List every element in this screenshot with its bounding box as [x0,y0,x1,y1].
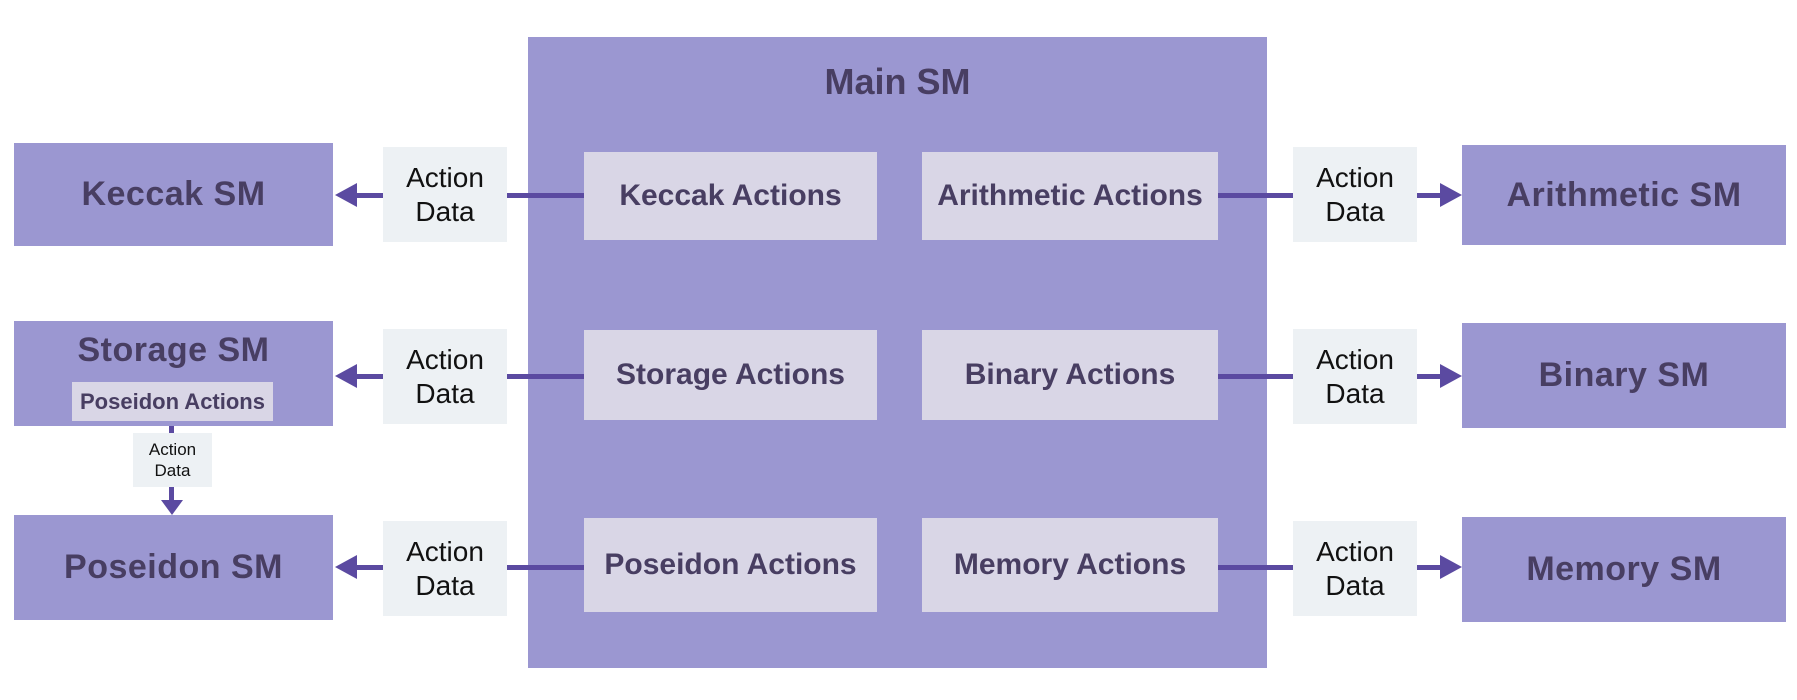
memory-actions-label: Memory Actions [953,548,1187,581]
arrowhead-left-poseidon-icon [335,555,357,579]
arrowhead-right-memory-icon [1440,555,1462,579]
memory-actions-box: Memory Actions [922,518,1218,612]
keccak-sm-box: Keccak SM [14,143,333,246]
storage-sm-box: Storage SM Poseidon Actions [14,321,333,426]
main-sm-title: Main SM [824,61,971,102]
storage-sub-poseidon-actions-label: Poseidon Actions [80,388,265,414]
action-data-left-keccak: Action Data [383,147,507,242]
poseidon-actions-box: Poseidon Actions [584,518,877,612]
keccak-actions-label: Keccak Actions [619,179,842,212]
memory-sm-title: Memory SM [1526,550,1722,588]
arrowhead-left-keccak-icon [335,183,357,207]
action-data-left-storage: Action Data [383,329,507,424]
main-sm-box: Main SM Keccak Actions Arithmetic Action… [528,37,1267,668]
action-data-right-binary: Action Data [1293,329,1417,424]
storage-actions-box: Storage Actions [584,330,877,420]
action-data-right-arithmetic: Action Data [1293,147,1417,242]
storage-sub-poseidon-actions-box: Poseidon Actions [72,382,273,421]
action-data-left-poseidon: Action Data [383,521,507,616]
binary-actions-label: Binary Actions [964,358,1176,391]
action-data-right-memory: Action Data [1293,521,1417,616]
poseidon-sm-box: Poseidon SM [14,515,333,620]
binary-actions-box: Binary Actions [922,330,1218,420]
arrowhead-right-arithmetic-icon [1440,183,1462,207]
arithmetic-sm-title: Arithmetic SM [1506,175,1742,214]
keccak-sm-title: Keccak SM [81,175,266,213]
arrowhead-left-storage-icon [335,364,357,388]
poseidon-sm-title: Poseidon SM [64,548,283,586]
binary-sm-title: Binary SM [1538,356,1710,394]
arithmetic-sm-box: Arithmetic SM [1462,145,1786,245]
storage-actions-label: Storage Actions [616,358,845,391]
binary-sm-box: Binary SM [1462,323,1786,428]
arrowhead-down-poseidon-icon [161,500,183,515]
action-data-storage-to-poseidon: Action Data [133,433,212,487]
keccak-actions-box: Keccak Actions [584,152,877,240]
memory-sm-box: Memory SM [1462,517,1786,622]
arrowhead-right-binary-icon [1440,364,1462,388]
storage-sm-title: Storage SM [77,331,270,369]
poseidon-actions-label: Poseidon Actions [604,548,857,581]
arithmetic-actions-label: Arithmetic Actions [937,179,1203,212]
arithmetic-actions-box: Arithmetic Actions [922,152,1218,240]
